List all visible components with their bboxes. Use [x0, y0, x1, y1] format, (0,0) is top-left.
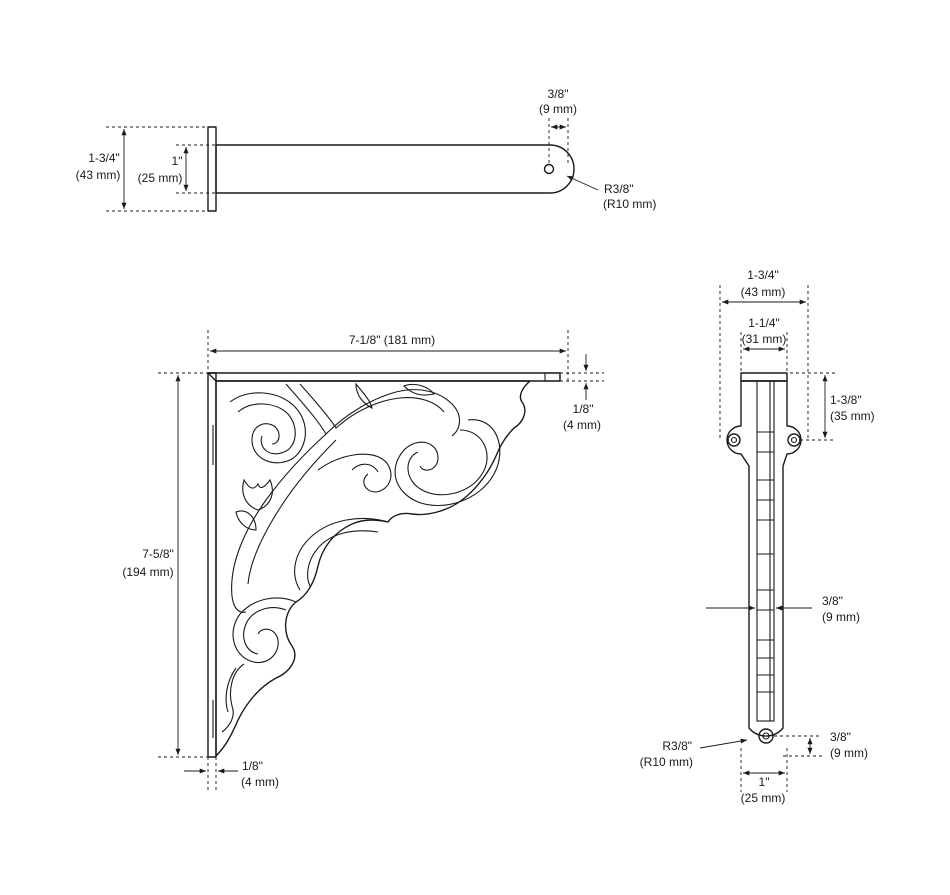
front-view-bracket-outline	[215, 380, 531, 757]
side-tip-radius-metric: (R10 mm)	[640, 755, 693, 769]
side-view-hole-left	[727, 433, 741, 447]
front-top-thickness-imperial: 1/8"	[573, 402, 594, 416]
front-side-thickness-metric: (4 mm)	[241, 775, 279, 789]
top-tip-radius-imperial: R3/8"	[604, 182, 634, 196]
side-inner-width-imperial: 1-1/4"	[748, 316, 780, 330]
front-view: 7-1/8" (181 mm) 7-5/8" (194 mm) 1/8" (4 …	[122, 330, 604, 792]
side-view-body	[726, 380, 802, 737]
side-web-thickness-metric: (9 mm)	[822, 610, 860, 624]
front-height-metric: (194 mm)	[122, 565, 173, 579]
side-view-hole-right	[787, 433, 801, 447]
top-view-arm	[215, 144, 575, 194]
side-bottom-width-metric: (25 mm)	[741, 791, 786, 805]
top-overall-height-metric: (43 mm)	[76, 168, 121, 182]
top-view: 1-3/4" (43 mm) 1" (25 mm) 3/8" (9 mm) R3…	[76, 87, 656, 212]
front-view-vine	[285, 383, 461, 437]
side-hole-offset-metric: (35 mm)	[830, 409, 875, 423]
front-view-top-arm	[207, 372, 561, 382]
side-web-thickness-imperial: 3/8"	[822, 594, 843, 608]
front-view-leaf-upper	[403, 383, 435, 396]
front-side-thickness-imperial: 1/8"	[242, 759, 263, 773]
side-bottom-width-imperial: 1"	[759, 775, 770, 789]
top-arm-height-imperial: 1"	[172, 154, 183, 168]
front-height-imperial: 7-5/8"	[142, 547, 174, 561]
front-top-thickness-metric: (4 mm)	[563, 418, 601, 432]
front-view-center-swirl	[317, 453, 392, 493]
top-overall-height-imperial: 1-3/4"	[88, 151, 120, 165]
side-view-hole-bottom	[758, 728, 774, 744]
front-view-scroll-right	[394, 419, 501, 506]
front-view-central-stem	[231, 433, 327, 613]
top-view-wall-plate	[207, 126, 217, 212]
top-arm-height-metric: (25 mm)	[138, 171, 183, 185]
side-view: 1-3/4" (43 mm) 1-1/4" (31 mm) 1-3/8" (35…	[640, 268, 875, 805]
top-tip-offset-metric: (9 mm)	[539, 102, 577, 116]
side-inner-width-metric: (31 mm)	[742, 332, 787, 346]
side-overall-width-imperial: 1-3/4"	[747, 268, 779, 282]
top-tip-radius-metric: (R10 mm)	[603, 197, 656, 211]
side-tip-radius-imperial: R3/8"	[662, 739, 692, 753]
front-view-scroll-upper-left	[229, 392, 306, 464]
side-view-web	[756, 380, 775, 722]
front-view-scroll-lower	[232, 597, 297, 664]
front-view-bottom-taper	[221, 663, 245, 733]
top-tip-offset-imperial: 3/8"	[548, 87, 569, 101]
side-bottom-hole-offset-metric: (9 mm)	[830, 746, 868, 760]
side-overall-width-metric: (43 mm)	[741, 285, 786, 299]
front-view-wall-plate	[207, 372, 217, 758]
side-view-top-plate	[740, 372, 788, 382]
front-width-label: 7-1/8" (181 mm)	[349, 333, 435, 347]
side-bottom-hole-offset-imperial: 3/8"	[830, 730, 851, 744]
side-hole-offset-imperial: 1-3/8"	[830, 393, 862, 407]
front-view-s-curve	[294, 517, 389, 591]
front-view-tulip	[242, 478, 273, 511]
top-view-hole	[543, 163, 555, 175]
